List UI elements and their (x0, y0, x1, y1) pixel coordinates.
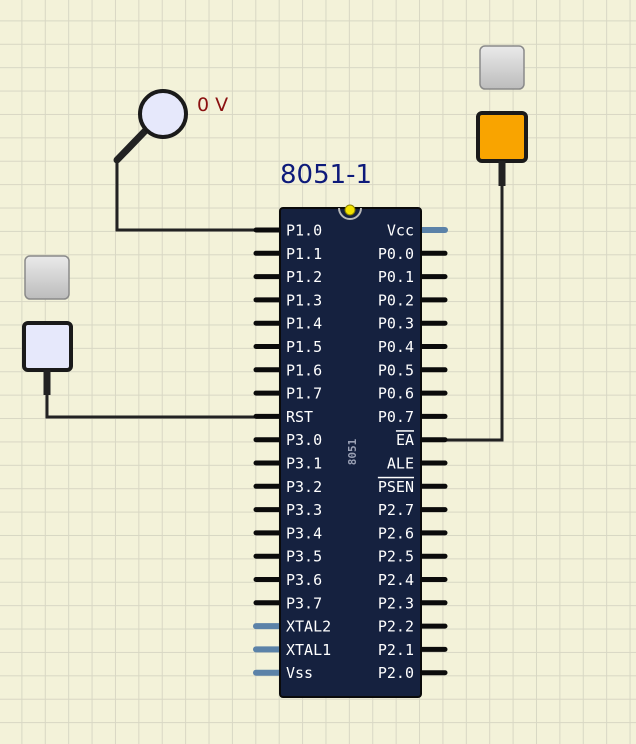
pin-label-p0-4: P0.4 (378, 338, 414, 356)
ea-switch[interactable] (476, 45, 528, 186)
rst-switch-button[interactable] (24, 255, 70, 300)
wire-probe-p10 (115, 160, 262, 232)
pin-label-p0-6: P0.6 (378, 385, 414, 403)
pin-label-xtal1: XTAL1 (286, 641, 331, 659)
pin-label-vcc: Vcc (387, 222, 414, 240)
wires (45, 160, 504, 442)
pin-label-rst: RST (286, 408, 313, 426)
wire-switch-rst (45, 393, 262, 419)
voltage-probe[interactable]: 0 V (113, 89, 228, 164)
pin-label-p1-6: P1.6 (286, 361, 322, 379)
left-pin-lines (253, 227, 284, 676)
pin-label-vss: Vss (286, 664, 313, 682)
chip-title: 8051-1 (280, 160, 372, 190)
pin-label-p2-6: P2.6 (378, 524, 414, 542)
pin-label-p1-7: P1.7 (286, 385, 322, 403)
pin-label-p3-1: P3.1 (286, 455, 322, 473)
pin-label-p3-7: P3.7 (286, 594, 322, 612)
rst-switch[interactable] (22, 255, 73, 395)
pin-label-p2-5: P2.5 (378, 548, 414, 566)
pin-label-p3-0: P3.0 (286, 431, 322, 449)
pin-label-p3-6: P3.6 (286, 571, 322, 589)
rst-switch-indicator (22, 321, 73, 372)
pin-label-p1-5: P1.5 (286, 338, 322, 356)
right-pin-lines (417, 227, 448, 676)
pin-label-p1-1: P1.1 (286, 245, 322, 263)
chip-notch (338, 207, 362, 220)
pin-label-p2-3: P2.3 (378, 594, 414, 612)
pin-label-p2-1: P2.1 (378, 641, 414, 659)
ea-switch-button[interactable] (479, 45, 525, 90)
pin-label-p0-2: P0.2 (378, 291, 414, 309)
probe-head[interactable] (138, 89, 188, 139)
pin-label-p3-2: P3.2 (286, 478, 322, 496)
pin-label-p2-0: P2.0 (378, 664, 414, 682)
chip-indicator-dot (344, 204, 356, 216)
chip-body-label: 8051 (346, 438, 359, 465)
pin-label-xtal2: XTAL2 (286, 618, 331, 636)
pin-label-p0-0: P0.0 (378, 245, 414, 263)
pin-label-p2-4: P2.4 (378, 571, 414, 589)
pin-label-p0-7: P0.7 (378, 408, 414, 426)
pin-label-p1-0: P1.0 (286, 222, 322, 240)
pin-label-p3-5: P3.5 (286, 548, 322, 566)
pin-label-p1-4: P1.4 (286, 315, 322, 333)
pin-label-p2-7: P2.7 (378, 501, 414, 519)
probe-reading: 0 V (197, 94, 228, 116)
pin-label-ale: ALE (387, 455, 414, 473)
wire-switch-ea (441, 185, 504, 442)
pin-label-p0-3: P0.3 (378, 315, 414, 333)
pin-label-p2-2: P2.2 (378, 618, 414, 636)
pin-label-p1-3: P1.3 (286, 291, 322, 309)
pin-label-ea: EA (396, 431, 414, 449)
pin-label-p0-5: P0.5 (378, 361, 414, 379)
chip-8051[interactable]: 8051 P1.0P1.1P1.2P1.3P1.4P1.5P1.6P1.7RST… (253, 204, 448, 698)
pin-label-p1-2: P1.2 (286, 268, 322, 286)
pin-label-p3-4: P3.4 (286, 524, 322, 542)
pin-label-psen: PSEN (378, 478, 414, 496)
probe-handle (113, 126, 150, 164)
pin-label-p3-3: P3.3 (286, 501, 322, 519)
ea-switch-indicator (476, 111, 528, 163)
pin-label-p0-1: P0.1 (378, 268, 414, 286)
